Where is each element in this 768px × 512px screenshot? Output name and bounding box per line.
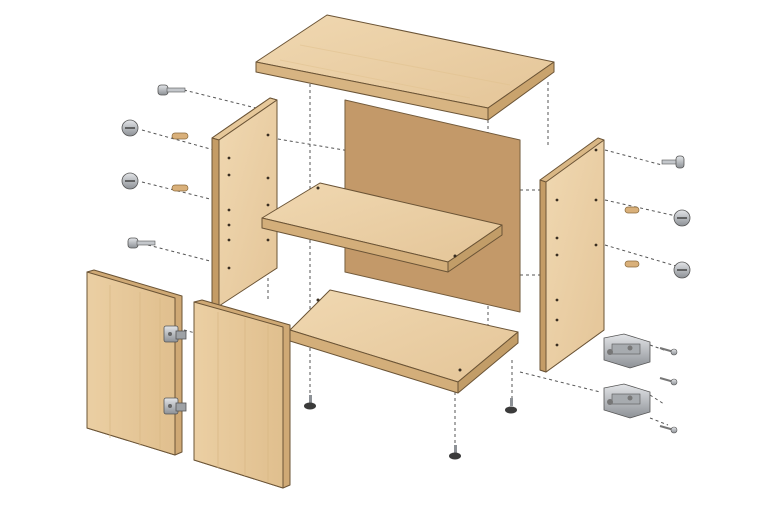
screw-right-top bbox=[661, 155, 685, 169]
wooden-dowel-right-2 bbox=[624, 260, 640, 268]
hinge-upper bbox=[603, 333, 651, 369]
cam-lock-left-1 bbox=[121, 119, 139, 137]
screw-hinge-2 bbox=[659, 377, 678, 386]
leveling-foot-3 bbox=[449, 445, 461, 460]
top-panel bbox=[255, 14, 555, 121]
screw-hinge-3 bbox=[659, 425, 678, 434]
right-side-panel bbox=[539, 137, 605, 373]
wooden-dowel-left-2 bbox=[171, 184, 189, 192]
cam-lock-right-1 bbox=[673, 209, 691, 227]
hinge-lower bbox=[603, 383, 651, 419]
middle-shelf bbox=[261, 182, 503, 273]
door-hinge-lower bbox=[163, 397, 187, 415]
wooden-dowel-right-1 bbox=[624, 206, 640, 214]
cam-bolt-upper-left bbox=[157, 84, 186, 96]
left-panel-holes bbox=[227, 133, 270, 270]
door-hinge-upper bbox=[163, 325, 187, 343]
left-side-panel bbox=[211, 97, 278, 307]
bottom-panel bbox=[289, 289, 519, 394]
right-door bbox=[193, 299, 291, 489]
cam-bolt-lower-left bbox=[127, 237, 156, 249]
leveling-foot-2 bbox=[505, 398, 517, 414]
screw-hinge-1 bbox=[659, 347, 678, 356]
cam-lock-right-2 bbox=[673, 261, 691, 279]
cam-lock-left-2 bbox=[121, 172, 139, 190]
left-door bbox=[86, 269, 187, 456]
back-panel bbox=[344, 99, 521, 313]
right-panel-holes bbox=[555, 148, 598, 347]
leveling-foot-1 bbox=[304, 395, 316, 410]
wooden-dowel-left-1 bbox=[171, 132, 189, 140]
